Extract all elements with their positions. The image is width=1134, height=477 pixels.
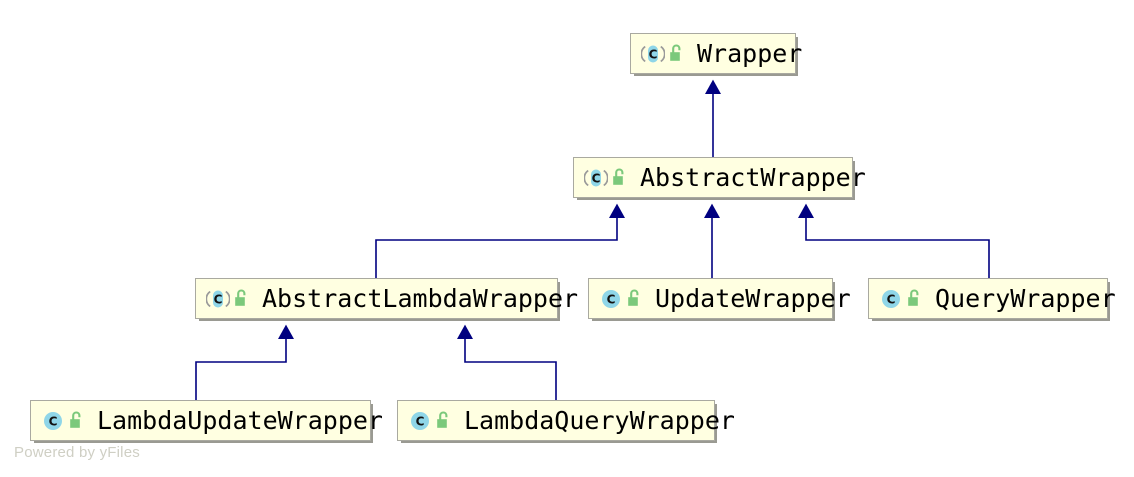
- class-node-updatewrapper[interactable]: C UpdateWrapper: [588, 278, 851, 319]
- public-lock-icon: [626, 289, 643, 309]
- class-node-abstractlambdawrapper[interactable]: C AbstractLambdaWrapper: [195, 278, 578, 319]
- public-lock-icon: [233, 289, 250, 309]
- yfiles-watermark: Powered by yFiles: [14, 444, 140, 461]
- class-node-lambdaupdatewrapper[interactable]: C LambdaUpdateWrapper: [30, 400, 383, 441]
- class-name-label: AbstractLambdaWrapper: [262, 284, 579, 313]
- class-node-lambdaquerywrapper[interactable]: C LambdaQueryWrapper: [397, 400, 735, 441]
- edge-abstractlambdawrapper-to-abstractwrapper: [375, 203, 625, 278]
- svg-text:C: C: [649, 47, 658, 61]
- edge-querywrapper-to-abstractwrapper: [798, 203, 990, 278]
- class-name-label: LambdaUpdateWrapper: [97, 406, 383, 435]
- concrete-class-icon: C: [879, 287, 903, 311]
- concrete-class-icon: C: [408, 409, 432, 433]
- svg-text:C: C: [214, 292, 223, 306]
- svg-text:C: C: [887, 292, 896, 306]
- svg-text:C: C: [416, 414, 425, 428]
- class-node-querywrapper[interactable]: C QueryWrapper: [868, 278, 1116, 319]
- abstract-class-icon: C: [641, 42, 665, 66]
- class-name-label: AbstractWrapper: [640, 163, 866, 192]
- public-lock-icon: [611, 168, 628, 188]
- svg-text:C: C: [607, 292, 616, 306]
- abstract-class-icon: C: [206, 287, 230, 311]
- svg-text:C: C: [592, 171, 601, 185]
- public-lock-icon: [668, 44, 685, 64]
- concrete-class-icon: C: [41, 409, 65, 433]
- public-lock-icon: [906, 289, 923, 309]
- class-name-label: QueryWrapper: [935, 284, 1116, 313]
- class-name-label: UpdateWrapper: [655, 284, 851, 313]
- edge-lambdaupdatewrapper-to-abstractlambdawrapper: [195, 324, 294, 400]
- class-node-wrapper[interactable]: C Wrapper: [630, 33, 802, 74]
- abstract-class-icon: C: [584, 166, 608, 190]
- class-name-label: LambdaQueryWrapper: [464, 406, 735, 435]
- svg-text:C: C: [49, 414, 58, 428]
- concrete-class-icon: C: [599, 287, 623, 311]
- public-lock-icon: [435, 411, 452, 431]
- edge-lambdaquerywrapper-to-abstractlambdawrapper: [457, 324, 557, 400]
- class-node-abstractwrapper[interactable]: C AbstractWrapper: [573, 157, 866, 198]
- public-lock-icon: [68, 411, 85, 431]
- class-name-label: Wrapper: [697, 39, 803, 68]
